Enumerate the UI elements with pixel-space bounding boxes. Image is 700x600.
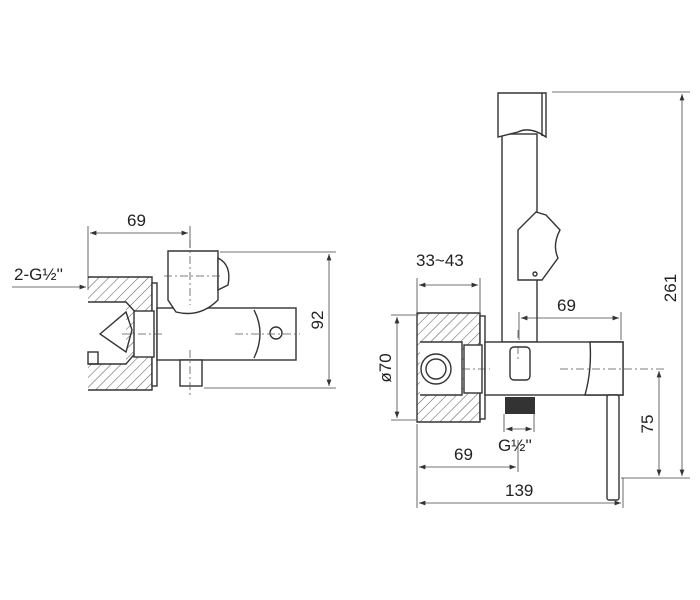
dimension-69-lower: 69 xyxy=(416,424,519,508)
dimension-69-side: 69 xyxy=(87,211,191,290)
valve-body-front xyxy=(484,341,624,501)
dimension-261: 261 xyxy=(552,91,690,476)
dim-height-label: 92 xyxy=(308,311,327,330)
dim-lower-width-label: 69 xyxy=(454,445,473,464)
dimension-diameter: ø70 xyxy=(376,314,416,421)
dim-total-width-label: 139 xyxy=(505,481,533,500)
dimension-75: 75 xyxy=(621,371,690,479)
dimension-69-upper: 69 xyxy=(518,296,622,340)
front-view: 33~43 ø70 69 G½'' 69 139 xyxy=(376,91,690,508)
dimension-33-43: 33~43 xyxy=(416,251,481,312)
dimension-92: 92 xyxy=(204,251,336,389)
side-view: 69 92 2-G½'' xyxy=(12,211,336,395)
hand-shower xyxy=(497,92,561,343)
thread-callout: 2-G½'' xyxy=(12,265,86,290)
dim-upper-width-label: 69 xyxy=(557,296,576,315)
thread-label-front: G½'' xyxy=(498,436,532,455)
valve-body xyxy=(156,250,297,387)
dim-wall-depth-label: 33~43 xyxy=(416,251,464,270)
thread-dimension: G½'' xyxy=(498,414,535,455)
dim-lever-height-label: 75 xyxy=(638,415,657,434)
thread-label: 2-G½'' xyxy=(14,265,63,284)
dim-total-height-label: 261 xyxy=(661,274,680,302)
dim-width-label: 69 xyxy=(127,211,146,230)
dim-diameter-label: ø70 xyxy=(376,353,395,382)
dimension-139: 139 xyxy=(419,478,624,508)
